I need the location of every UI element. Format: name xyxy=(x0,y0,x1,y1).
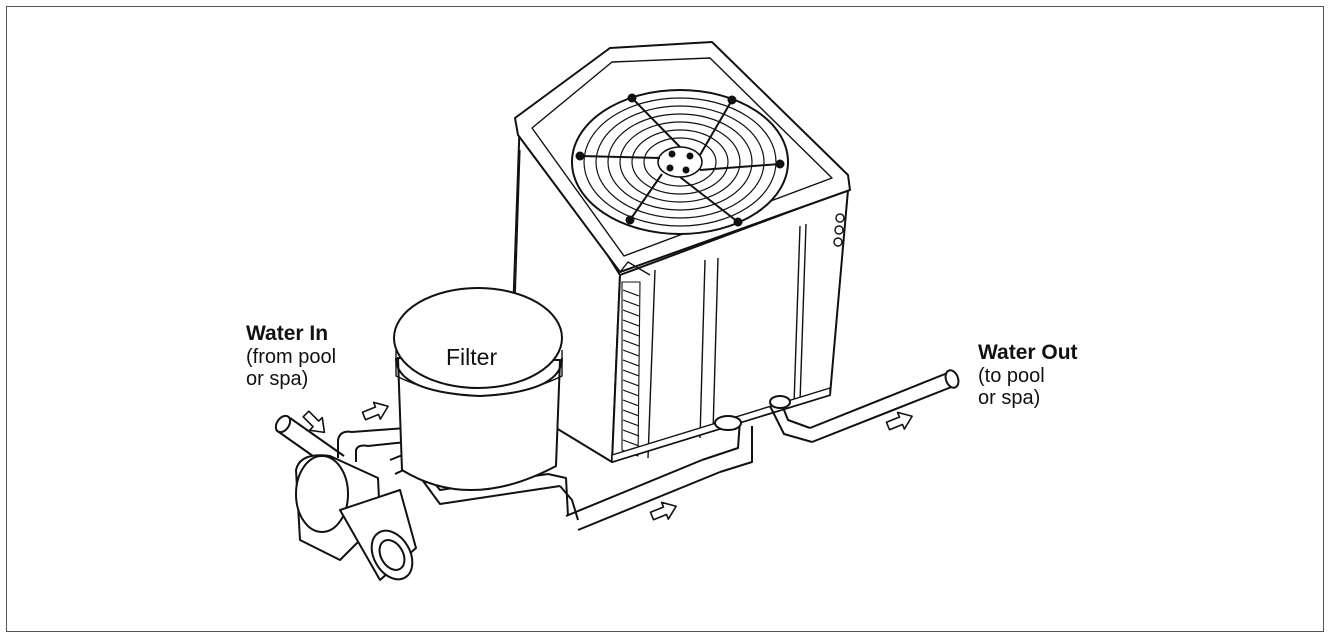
fan-grille-icon xyxy=(571,89,789,235)
water-out-line2: or spa) xyxy=(978,387,1041,410)
pump-icon xyxy=(295,454,417,581)
water-out-label: Water Out (to pool or spa) xyxy=(978,341,1078,410)
water-in-title: Water In xyxy=(246,322,329,345)
filter-label: Filter xyxy=(446,344,498,370)
water-out-title: Water Out xyxy=(978,341,1078,364)
water-in-label: Water In (from pool or spa) xyxy=(246,322,336,391)
water-out-line1: (to pool xyxy=(978,364,1045,387)
water-in-line2: or spa) xyxy=(246,368,309,391)
water-in-line1: (from pool xyxy=(246,345,337,368)
filter-tank-icon xyxy=(393,287,563,491)
